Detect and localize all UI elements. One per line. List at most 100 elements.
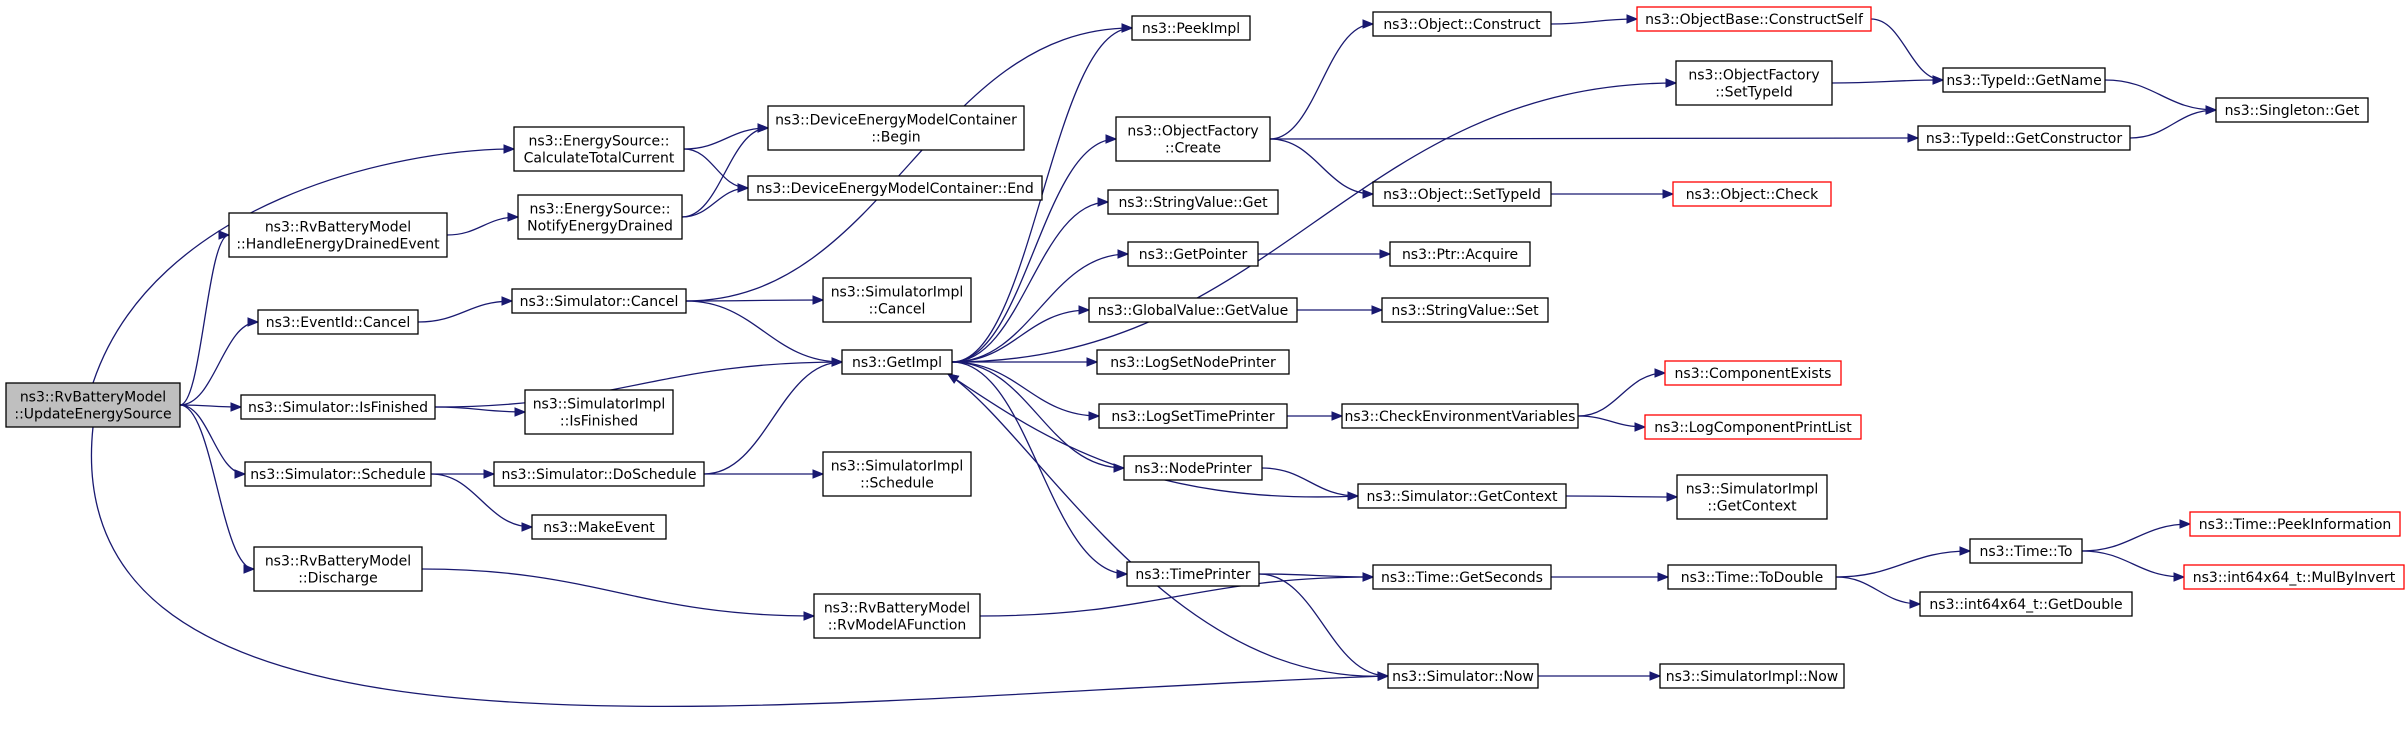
edge-arrowhead (1362, 19, 1375, 29)
edge-ofcreate-to-objsettypeid (1269, 138, 1375, 199)
node-lognodeprinter[interactable]: ns3::LogSetNodePrinter (1096, 349, 1290, 375)
node-objsettypeid[interactable]: ns3::Object::SetTypeId (1372, 181, 1552, 207)
edge-arrowhead (1121, 23, 1134, 33)
edge-doschedule-to-implschedule (704, 469, 825, 479)
node-singletonget[interactable]: ns3::Singleton::Get (2215, 97, 2369, 123)
node-evcancel[interactable]: ns3::EventId::Cancel (257, 309, 419, 335)
node-simnow[interactable]: ns3::Simulator::Now (1387, 663, 1539, 689)
edge-arrowhead (1907, 133, 1920, 143)
node-handle[interactable]: ns3::RvBatteryModel::HandleEnergyDrained… (228, 212, 448, 258)
node-getpointer[interactable]: ns3::GetPointer (1127, 241, 1259, 267)
edge-simschedule-to-doschedule (431, 469, 496, 479)
edge-arrowhead (1362, 189, 1375, 199)
node-simfinished[interactable]: ns3::Simulator::IsFinished (240, 394, 436, 420)
edge-timeprinter-to-timegetseconds (1258, 572, 1375, 582)
node-mulbyinvert[interactable]: ns3::int64x64_t::MulByInvert (2183, 564, 2405, 590)
edge-root-to-discharge (179, 404, 256, 574)
node-objcheck[interactable]: ns3::Object::Check (1672, 181, 1832, 207)
node-root[interactable]: ns3::RvBatteryModel::UpdateEnergySource (5, 382, 181, 428)
node-getimpl[interactable]: ns3::GetImpl (841, 349, 953, 375)
edge-line (1831, 79, 1944, 84)
node-timeto[interactable]: ns3::Time::To (1969, 538, 2083, 564)
edge-line (446, 216, 519, 236)
node-implschedule[interactable]: ns3::SimulatorImpl::Schedule (822, 451, 972, 497)
node-compexists[interactable]: ns3::ComponentExists (1664, 360, 1842, 386)
node-timeprinter[interactable]: ns3::TimePrinter (1126, 561, 1260, 587)
node-label: ns3::Time::ToDouble (1681, 570, 1824, 586)
edge-line (1269, 138, 1374, 195)
node-box (1387, 663, 1539, 689)
edge-arrowhead (1097, 197, 1110, 207)
node-ofcreate[interactable]: ns3::ObjectFactory::Create (1115, 116, 1271, 162)
edge-objsettypeid-to-objcheck (1551, 189, 1675, 199)
node-doschedule[interactable]: ns3::Simulator::DoSchedule (493, 461, 705, 487)
node-notify[interactable]: ns3::EnergySource::NotifyEnergyDrained (517, 194, 683, 240)
edge-line (90, 426, 1389, 708)
node-box (257, 309, 419, 335)
node-simschedule[interactable]: ns3::Simulator::Schedule (244, 461, 432, 487)
edge-simschedule-to-makeevent (430, 473, 534, 532)
node-demend[interactable]: ns3::DeviceEnergyModelContainer::End (747, 175, 1043, 201)
node-nodeprinter[interactable]: ns3::NodePrinter (1123, 455, 1263, 481)
edge-line (179, 404, 255, 570)
node-discharge[interactable]: ns3::RvBatteryModel::Discharge (253, 546, 423, 592)
node-implfinished[interactable]: ns3::SimulatorImpl::IsFinished (524, 389, 674, 435)
edge-arrowhead (521, 522, 534, 532)
edge-line (1269, 23, 1374, 140)
node-label: ns3::int64x64_t::GetDouble (1929, 597, 2122, 613)
node-calc[interactable]: ns3::EnergySource::CalculateTotalCurrent (513, 126, 685, 172)
edge-arrowhead (243, 564, 256, 574)
node-box (1969, 538, 2083, 564)
node-peekinfo[interactable]: ns3::Time::PeekInformation (2189, 511, 2401, 537)
edge-arrowhead (247, 317, 260, 327)
node-ofsettypeid[interactable]: ns3::ObjectFactory::SetTypeId (1675, 60, 1833, 106)
edge-arrowhead (1105, 134, 1118, 144)
edge-line (947, 373, 1389, 677)
node-rvmodel[interactable]: ns3::RvBatteryModel::RvModelAFunction (813, 593, 981, 639)
node-checkenv[interactable]: ns3::CheckEnvironmentVariables (1341, 403, 1579, 429)
node-constructself[interactable]: ns3::ObjectBase::ConstructSelf (1636, 6, 1872, 32)
node-typeidgetname[interactable]: ns3::TypeId::GetName (1942, 67, 2106, 93)
node-label: ::HandleEnergyDrainedEvent (236, 237, 440, 253)
node-simgetcontext[interactable]: ns3::Simulator::GetContext (1357, 483, 1567, 509)
node-gvgetvalue[interactable]: ns3::GlobalValue::GetValue (1088, 297, 1298, 323)
node-logcompprint[interactable]: ns3::LogComponentPrintList (1644, 414, 1862, 440)
edge-arrowhead (1634, 422, 1647, 432)
edge-arrowhead (1654, 368, 1667, 378)
edge-line (685, 300, 843, 363)
node-label: ns3::Simulator::Now (1392, 669, 1534, 685)
edge-arrowhead (230, 402, 243, 412)
node-box (747, 175, 1043, 201)
node-svset[interactable]: ns3::StringValue::Set (1381, 297, 1549, 323)
node-label: CalculateTotalCurrent (524, 151, 675, 167)
node-logtimeprinter[interactable]: ns3::LogSetTimePrinter (1098, 403, 1288, 429)
node-getdouble[interactable]: ns3::int64x64_t::GetDouble (1919, 591, 2133, 617)
edge-arrowhead (1362, 572, 1375, 582)
node-makeevent[interactable]: ns3::MakeEvent (531, 514, 667, 540)
node-label: ns3::Simulator::IsFinished (248, 400, 428, 416)
node-box (1675, 60, 1833, 106)
node-dembegin[interactable]: ns3::DeviceEnergyModelContainer::Begin (767, 105, 1025, 151)
node-implgetcontext[interactable]: ns3::SimulatorImpl::GetContext (1676, 474, 1828, 520)
edge-ofsettypeid-to-typeidgetname (1831, 75, 1945, 85)
node-svget[interactable]: ns3::StringValue::Get (1107, 189, 1279, 215)
node-box (1126, 561, 1260, 587)
node-label: ns3::TimePrinter (1135, 567, 1251, 583)
node-timegetseconds[interactable]: ns3::Time::GetSeconds (1372, 564, 1552, 590)
node-implcancel[interactable]: ns3::SimulatorImpl::Cancel (822, 277, 972, 323)
edge-arrowhead (1657, 572, 1670, 582)
node-peekimpl[interactable]: ns3::PeekImpl (1131, 15, 1251, 41)
node-typeidgetctor[interactable]: ns3::TypeId::GetConstructor (1917, 125, 2131, 151)
node-label: ns3::Object::Check (1686, 187, 1819, 203)
node-implnow[interactable]: ns3::SimulatorImpl::Now (1659, 663, 1845, 689)
node-timetodouble[interactable]: ns3::Time::ToDouble (1667, 564, 1837, 590)
node-ptracquire[interactable]: ns3::Ptr::Acquire (1389, 241, 1531, 267)
node-label: ns3::MakeEvent (543, 520, 655, 536)
node-objconstruct[interactable]: ns3::Object::Construct (1372, 11, 1552, 37)
edge-arrowhead (812, 469, 825, 479)
edge-line (951, 361, 1128, 575)
node-label: ns3::StringValue::Get (1118, 195, 1268, 211)
edge-line (703, 361, 843, 475)
edge-simcancel-to-getimpl (685, 300, 844, 367)
node-simcancel[interactable]: ns3::Simulator::Cancel (511, 288, 687, 314)
